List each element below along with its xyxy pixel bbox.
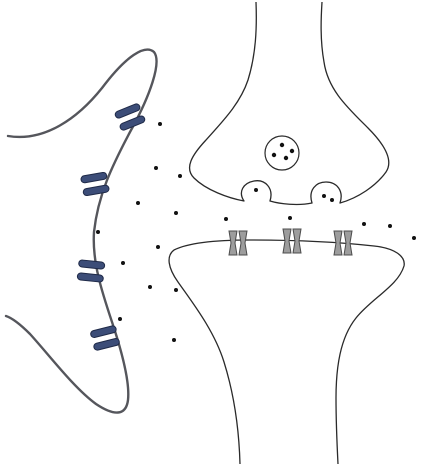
molecule-dot <box>288 216 292 220</box>
molecule-dot <box>322 194 326 198</box>
molecule-dot <box>388 224 392 228</box>
molecule-dot <box>174 288 178 292</box>
molecule-dot <box>118 317 122 321</box>
molecule-dot <box>172 338 176 342</box>
molecule-dot <box>362 222 366 226</box>
molecule-dot <box>412 236 416 240</box>
molecule-dot <box>121 261 125 265</box>
synaptic-vesicle <box>265 136 299 170</box>
molecule-dot <box>254 188 258 192</box>
molecule-dot <box>148 285 152 289</box>
vesicle-molecule <box>284 156 288 160</box>
molecule-dot <box>154 166 158 170</box>
molecule-dot <box>156 245 160 249</box>
vesicle-molecule <box>280 143 284 147</box>
molecule-dot <box>158 122 162 126</box>
molecule-dot <box>96 230 100 234</box>
vesicle-molecule <box>290 149 294 153</box>
molecule-dot <box>224 217 228 221</box>
molecule-dot <box>178 174 182 178</box>
molecule-dot <box>330 198 334 202</box>
molecule-dot <box>174 211 178 215</box>
molecule-dot <box>136 201 140 205</box>
vesicle-molecule <box>272 153 276 157</box>
